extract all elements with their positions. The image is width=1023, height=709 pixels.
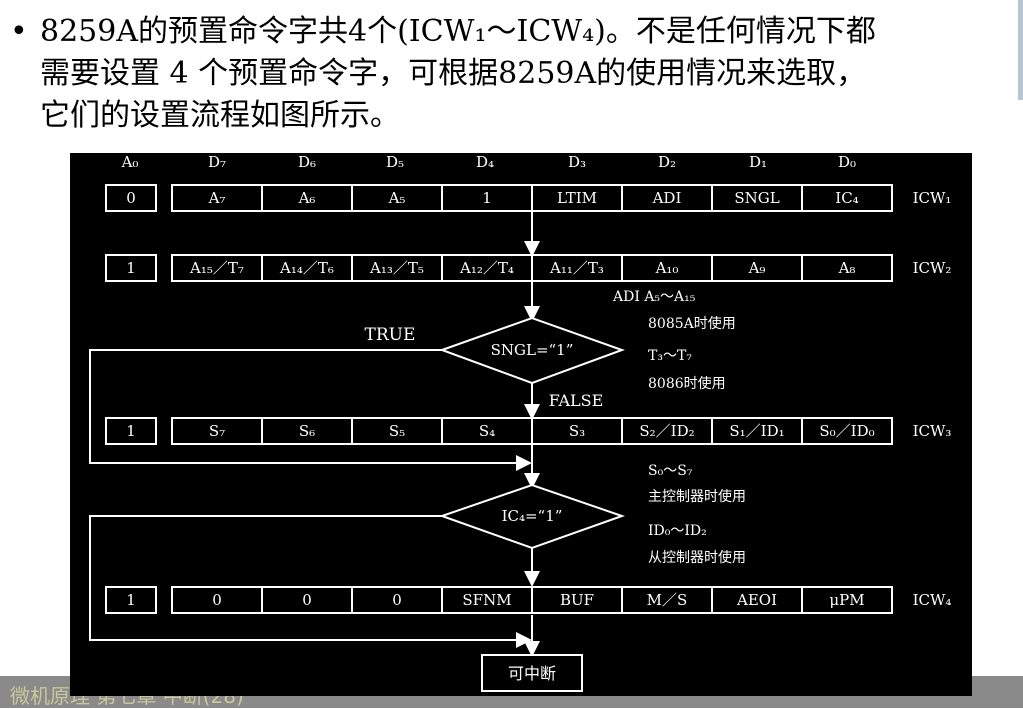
header-d3: D₃ (568, 153, 586, 171)
decision-ic4-text: IC₄=“1” (502, 507, 563, 525)
header-d0: D₀ (838, 153, 856, 171)
icw3-label: ICW₃ (913, 422, 952, 440)
flow-lines (89, 211, 540, 657)
decision-ic4 (438, 483, 626, 550)
icw4-a0-cell (105, 586, 157, 614)
icw3-bit-value: S₅ (389, 422, 405, 440)
header-d6: D₆ (298, 153, 316, 171)
icw2-bit-cell (801, 254, 893, 282)
icw1-bit-value: A₆ (298, 189, 316, 207)
icw1-bit-value: SNGL (734, 189, 779, 207)
icw3-bit-value: S₄ (479, 422, 495, 440)
true-label: TRUE (365, 325, 416, 345)
icw4-bit-value: μPM (829, 591, 864, 609)
icw4-bit-cell (801, 586, 893, 614)
icw4-label: ICW₄ (913, 591, 952, 609)
icw2-bit-value: A₁₁／T₃ (549, 259, 604, 277)
note-t3t7: T₃～T₇ (648, 348, 692, 364)
false-label: FALSE (549, 391, 604, 410)
icw2-bit-value: A₁₀ (655, 259, 679, 277)
icw1-bit-cell (801, 184, 893, 212)
diagram-background (70, 153, 972, 696)
icw1-a0-value: 0 (126, 189, 136, 207)
icw2-label: ICW₂ (913, 259, 952, 277)
icw2-bit-value: A₉ (748, 259, 766, 277)
header-d5: D₅ (386, 153, 404, 171)
icw3-bit-value: S₇ (209, 422, 225, 440)
icw4-bit-value: 0 (392, 591, 402, 609)
icw1-bit-value: A₇ (208, 189, 226, 207)
interrupt-enable-box (481, 654, 583, 692)
icw2-bit-value: A₁₂／T₄ (459, 259, 514, 277)
text-line-1: 8259A的预置命令字共4个(ICW₁～ICW₄)。不是任何情况下都 (40, 14, 876, 49)
icw4-bit-value: 0 (302, 591, 312, 609)
icw1-bit-value: ADI (652, 189, 682, 207)
icw3-bit-value: S₁／ID₁ (729, 422, 784, 440)
icw4-bit-value: BUF (560, 591, 594, 609)
icw2-a0-cell (105, 254, 157, 282)
note-id: ID₀～ID₂ (648, 523, 707, 539)
icw-flowchart: A₀ D₇ D₆ D₅ D₄ D₃ D₂ D₁ D₀ 0 A₇ A₆ A₅ 1 LTIM A… (70, 153, 972, 696)
icw3-bit-cell (801, 417, 893, 445)
note-master: 主控制器时使用 (648, 488, 746, 505)
text-line-3: 它们的设置流程如图所示。 (40, 98, 400, 133)
icw4-bit-value: M／S (647, 591, 688, 609)
header-d7: D₇ (208, 153, 226, 171)
icw1-bit-value: A₅ (388, 189, 406, 207)
note-8086: 8086时使用 (648, 375, 726, 392)
icw2-bit-value: A₁₃／T₅ (369, 259, 424, 277)
text-line-2: 需要设置 4 个预置命令字，可根据8259A的使用情况来选取， (40, 56, 867, 91)
icw3-bit-value: S₃ (569, 422, 585, 440)
icw4-bit-value: AEOI (736, 591, 777, 609)
icw4-bit-value: 0 (212, 591, 222, 609)
decision-sngl-text: SNGL=“1” (491, 341, 574, 359)
icw3-a0-cell (105, 417, 157, 445)
icw4-a0-value: 1 (126, 591, 136, 609)
icw2-a0-value: 1 (126, 259, 136, 277)
icw3-bit-value: S₆ (299, 422, 315, 440)
note-adi: ADI A₅～A₁₅ (612, 289, 696, 305)
icw4-bit-value: SFNM (462, 591, 511, 609)
note-slave: 从控制器时使用 (648, 549, 746, 566)
icw1-bit-value: LTIM (557, 189, 597, 207)
icw1-bit-value: IC₄ (835, 189, 858, 207)
bit-headers: A₀ D₇ D₆ D₅ D₄ D₃ D₂ D₁ D₀ (121, 153, 856, 171)
icw3-bit-value: S₂／ID₂ (639, 422, 694, 440)
bullet-marker: • (10, 14, 28, 49)
note-8085: 8085A时使用 (648, 315, 736, 332)
interrupt-enable-text: 可中断 (508, 664, 556, 683)
header-d4: D₄ (476, 153, 494, 171)
slide-edge-decoration (1018, 0, 1023, 100)
icw1-a0-cell (105, 184, 157, 212)
header-d1: D₁ (749, 153, 767, 171)
icw2-bit-value: A₈ (838, 259, 856, 277)
icw2-bit-value: A₁₄／T₆ (279, 259, 334, 277)
icw3-bit-value: S₀／ID₀ (819, 422, 874, 440)
icw2-bit-value: A₁₅／T₇ (189, 259, 244, 277)
header-d2: D₂ (658, 153, 676, 171)
note-s0s7: S₀～S₇ (648, 463, 693, 479)
icw1-bit-value: 1 (482, 189, 492, 207)
decision-sngl (439, 316, 625, 385)
icw1-label: ICW₁ (913, 189, 952, 207)
icw3-a0-value: 1 (126, 422, 136, 440)
header-a0: A₀ (121, 153, 139, 171)
